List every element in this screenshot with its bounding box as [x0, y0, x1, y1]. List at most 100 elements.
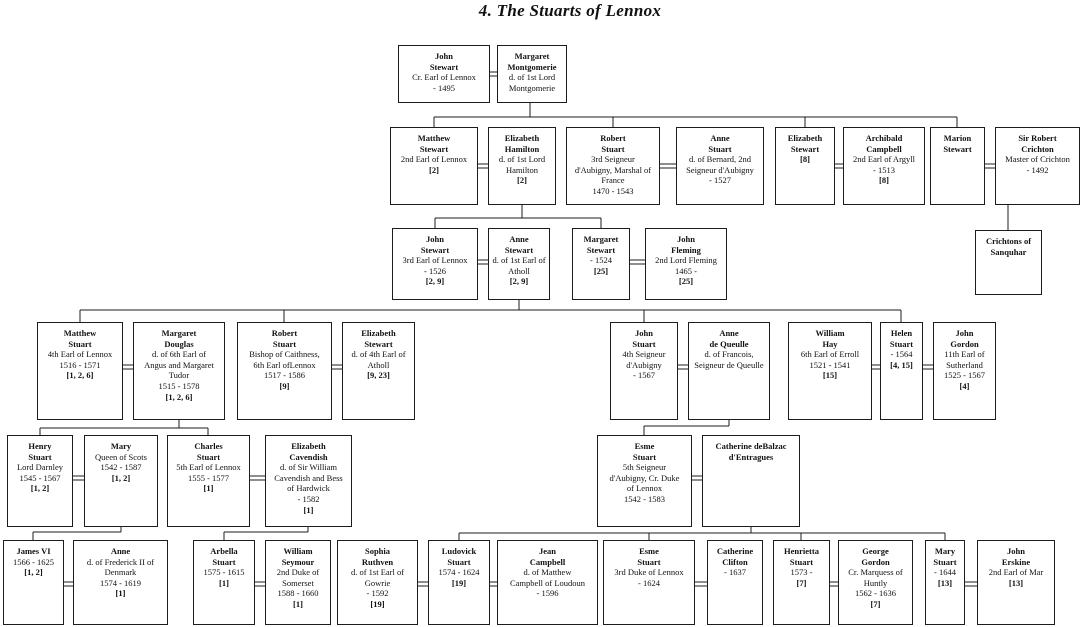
person-text-line: 2nd Earl of Lennox — [400, 154, 468, 165]
person-text-line: 1470 - 1543 — [592, 185, 634, 196]
person-text-line: Marion — [943, 133, 972, 143]
person-text-line: 5th Seigneur — [622, 462, 667, 473]
person-text-line: of Hardwick — [287, 483, 330, 494]
person-text-line: Erskine — [1001, 556, 1031, 567]
person-text-line: de Queulle — [709, 338, 749, 349]
person-text-line: [7] — [796, 577, 807, 588]
person-text-line: Queen of Scots — [95, 451, 147, 462]
person-text-line: 2nd Earl of Argyll — [853, 154, 915, 165]
person-text-line: Stewart — [943, 143, 972, 154]
person-text-line: Mary — [110, 441, 132, 451]
person-text-line: Stuart — [889, 338, 914, 349]
person-text-line: Cavendish and Bess — [274, 472, 343, 483]
person-text-line: 1545 - 1567 — [19, 472, 61, 483]
person-text-line: James VI — [16, 546, 51, 556]
person-text-line: Margaret — [583, 234, 619, 244]
person-text-line: Stewart — [420, 244, 450, 255]
person-text-line: d. of Francois, — [704, 349, 754, 360]
person-text-line: 4th Earl of Lennox — [47, 349, 113, 360]
person-text-line: Clifton — [722, 556, 748, 567]
person-text-line: 1566 - 1625 — [12, 556, 55, 567]
person-text-line: - 1592 — [366, 588, 389, 599]
person-text-line: Margaret — [161, 328, 197, 338]
person-text-line: [25] — [593, 265, 609, 276]
person-text-line: Henry — [28, 441, 52, 451]
person-text-line: d'Aubigny, Cr. Duke — [609, 472, 680, 483]
person-text-line: Hamilton — [504, 143, 540, 154]
person-text-line: Stuart — [708, 143, 732, 154]
person-text-line: [1] — [219, 577, 229, 588]
person-text-line: 1525 - 1567 — [943, 370, 986, 381]
person-text-line: John — [677, 234, 695, 244]
person-text-line: Anne — [509, 234, 529, 244]
person-text-line: d. of Frederick II of — [86, 556, 155, 567]
person-text-line: 1465 - — [675, 265, 697, 276]
person-text-line: Arbella — [210, 546, 238, 556]
person-text-line: [1] — [303, 504, 314, 515]
person-text-line: Robert — [600, 133, 626, 143]
person-text-line: Hamilton — [505, 164, 539, 175]
person-text-line: John — [1007, 546, 1025, 556]
person-text-line: Bishop of Caithness, — [249, 349, 320, 360]
person-text-line: [1] — [115, 588, 126, 599]
person-text-line: 1574 - 1619 — [99, 577, 142, 588]
person-text-line: Margaret — [514, 51, 550, 61]
person-text-line: Stuart — [212, 556, 236, 567]
person-text-line: Stewart — [419, 143, 449, 154]
person-text-line: - 1492 — [1026, 164, 1049, 175]
person-text-line: Montgomerie — [507, 61, 557, 72]
person-text-line: Cavendish — [289, 451, 328, 462]
person-text-line: Hay — [822, 338, 838, 349]
person-text-line: - 1644 — [934, 567, 956, 578]
person-text-line: Seigneur de Queulle — [694, 359, 764, 370]
person-text-line: Charles — [194, 441, 223, 451]
person-text-line: Sutherland — [946, 359, 983, 370]
person-text-line: [1] — [293, 598, 303, 609]
person-text-line: Angus and Margaret — [144, 359, 214, 370]
person-text-line: 2nd Lord Fleming — [655, 255, 717, 266]
person-text-line: Stewart — [429, 61, 459, 72]
person-text-line: Atholl — [367, 359, 390, 370]
person-text-line: Matthew — [63, 328, 97, 338]
person-text-line: Tudor — [168, 370, 190, 381]
person-text-line: Campbell — [529, 556, 566, 567]
person-text-line: Stewart — [586, 244, 616, 255]
person-text-line: Mary — [934, 546, 956, 556]
person-text-line: 3rd Seigneur — [591, 154, 635, 165]
person-text-line: [9, 23] — [367, 370, 390, 381]
person-text-line: Stuart — [632, 338, 656, 349]
person-text-line: [2, 9] — [425, 276, 445, 287]
person-text-line: Gordon — [861, 556, 890, 567]
person-text-line: Stuart — [272, 338, 297, 349]
person-text-line: Elizabeth — [787, 133, 823, 143]
person-text-line: Ludovick — [441, 546, 477, 556]
person-text-line: Stewart — [790, 143, 820, 154]
person-text-line: - 1513 — [873, 164, 895, 175]
person-text-line: [9] — [279, 380, 290, 391]
person-text-line: - 1624 — [638, 577, 660, 588]
person-text-line: Stuart — [637, 556, 661, 567]
person-text-line: Stuart — [447, 556, 471, 567]
person-text-line: Crichton — [1021, 143, 1054, 154]
person-text-line: - 1596 — [536, 588, 559, 599]
